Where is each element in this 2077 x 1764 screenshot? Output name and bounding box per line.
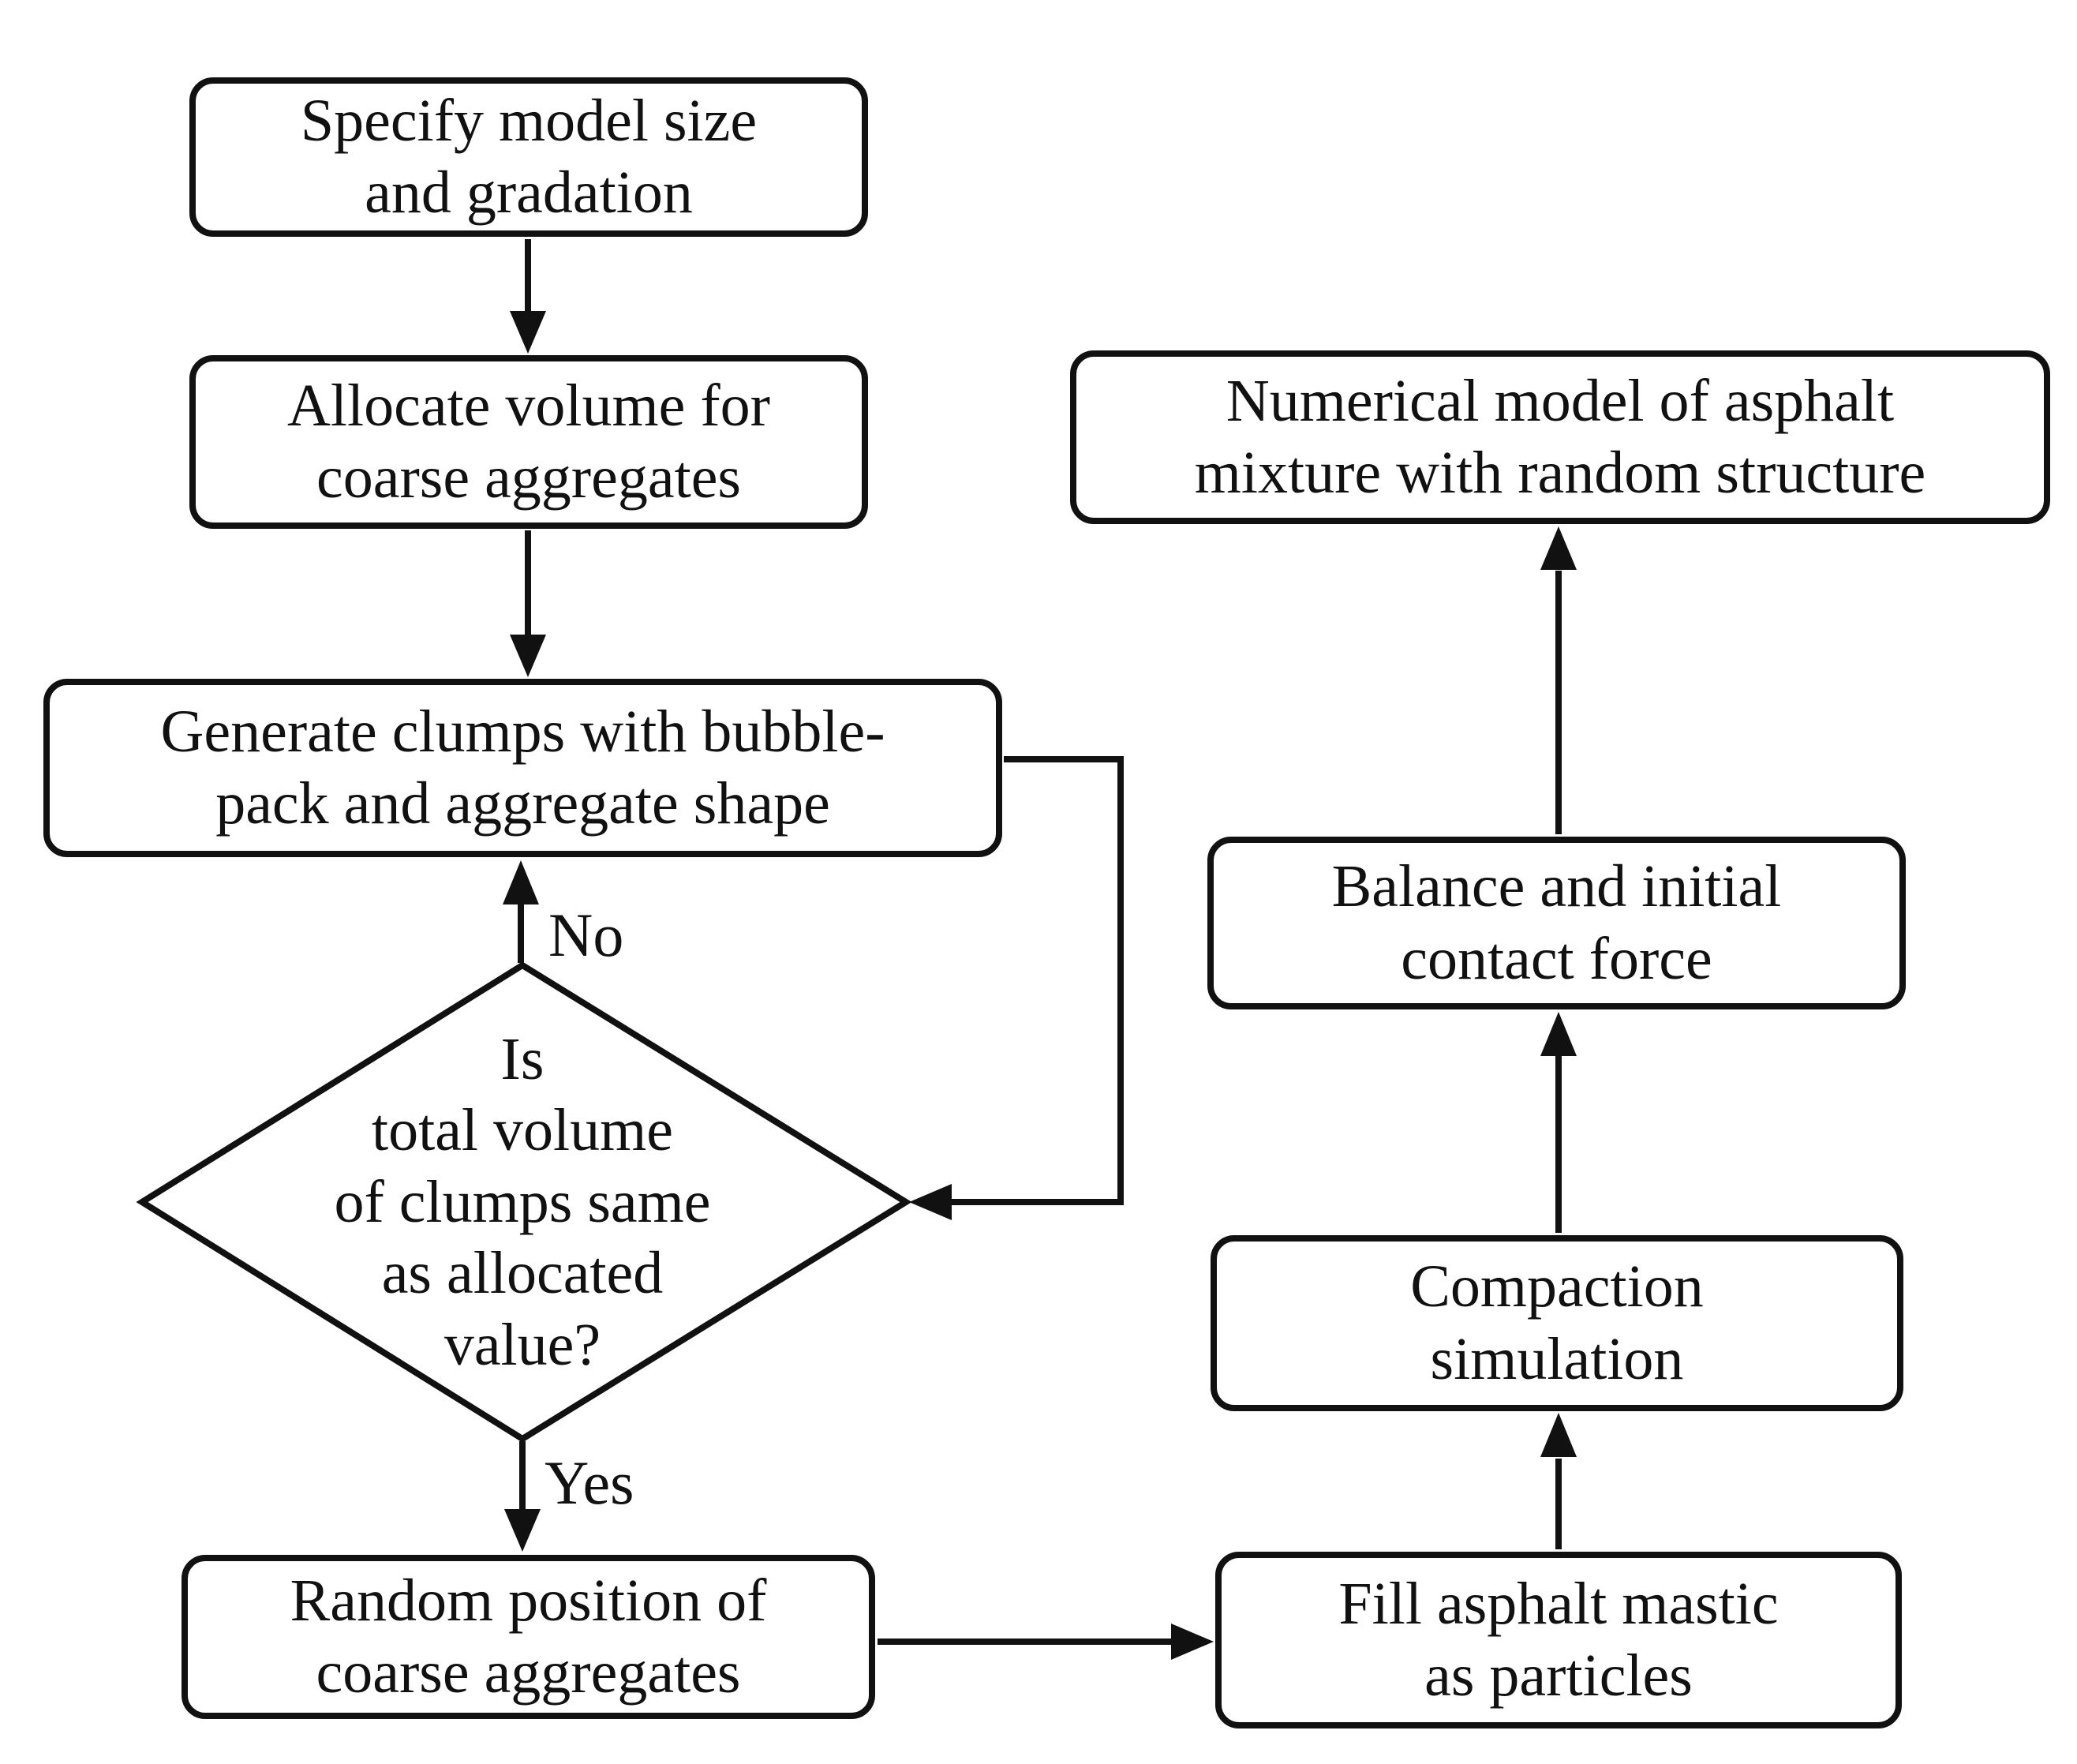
node-decision-total-volume: Is total volume of clumps same as alloca… [334,1025,711,1378]
node-generate-clumps: Generate clumps with bubble- pack and ag… [43,679,1002,857]
edge-label-yes: Yes [545,1448,634,1517]
node-balance-contact-force: Balance and initial contact force [1207,837,1906,1009]
node-random-position: Random position of coarse aggregates [182,1555,875,1719]
node-numerical-model: Numerical model of asphalt mixture with … [1070,350,2050,524]
arrow-fill-to-compaction [1540,1413,1577,1549]
arrow-specify-to-allocate [510,239,546,354]
arrow-random-to-fill [878,1624,1214,1660]
arrow-decision-no-to-generate [503,860,539,963]
arrow-generate-to-decision-loop [909,756,1124,1220]
node-allocate-volume: Allocate volume for coarse aggregates [189,355,868,529]
node-fill-asphalt-mastic: Fill asphalt mastic as particles [1215,1552,1902,1728]
edge-label-no: No [548,901,624,969]
node-specify-model-size: Specify model size and gradation [189,77,868,237]
arrow-decision-yes-to-random [504,1441,541,1552]
arrow-allocate-to-generate [510,530,546,677]
arrow-compaction-to-balance [1540,1012,1577,1233]
decision-diamond-shape [136,961,912,1443]
node-compaction-simulation: Compaction simulation [1211,1235,1903,1411]
arrow-balance-to-numerical [1540,526,1577,834]
